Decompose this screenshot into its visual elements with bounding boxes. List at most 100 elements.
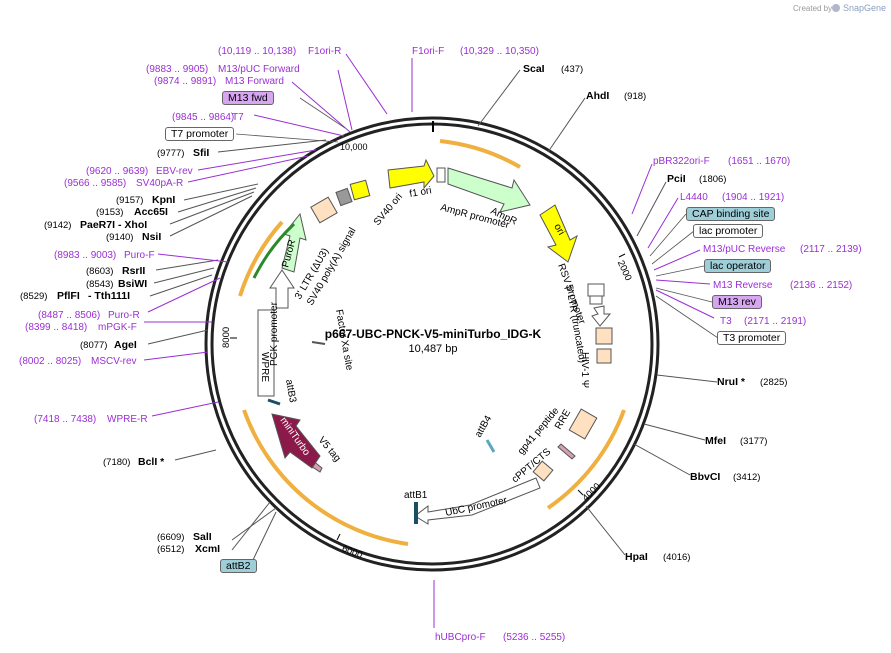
primer-puro-f[interactable]: Puro-F [124, 250, 155, 261]
lac-operator-box[interactable]: lac operator [704, 259, 772, 273]
svg-text:(9777): (9777) [157, 148, 184, 159]
f1ori-label: f1 ori [409, 185, 433, 200]
gp41-block [557, 443, 576, 460]
svg-text:(9153): (9153) [96, 207, 123, 218]
site-paer7i[interactable]: PaeR7I [80, 219, 115, 231]
attb3-mark [267, 398, 281, 406]
svg-text:(1904 .. 1921): (1904 .. 1921) [722, 192, 784, 203]
tick-2000: 2000 [615, 259, 634, 283]
primer-mscv-rev[interactable]: MSCV-rev [91, 356, 137, 367]
ubc-label: UbC promoter [444, 495, 508, 519]
tick-8000: 8000 [221, 327, 232, 348]
site-tth111i[interactable]: - Tth111I [88, 290, 130, 302]
primer-t3[interactable]: T3 [720, 316, 732, 327]
rsv-promoter-block [587, 283, 605, 297]
site-bbvci[interactable]: BbvCI [690, 471, 720, 483]
5ltr-arrow [591, 305, 612, 327]
site-rsrii[interactable]: RsrII [122, 265, 145, 277]
site-nrui[interactable]: NruI * [717, 376, 746, 388]
primer-m13-puc-forward[interactable]: M13/pUC Forward [218, 64, 300, 75]
site-mfei[interactable]: MfeI [705, 435, 726, 447]
site-xhoi[interactable]: - XhoI [118, 219, 147, 231]
svg-text:(9140): (9140) [106, 232, 133, 243]
rre-block [568, 408, 598, 440]
site-xcmi[interactable]: XcmI [195, 543, 220, 555]
ubc-arrow [414, 477, 541, 525]
svg-text:(3177): (3177) [740, 436, 767, 447]
svg-text:(9566 .. 9585): (9566 .. 9585) [64, 178, 126, 189]
site-ahdi[interactable]: AhdI [586, 90, 609, 102]
sites-right: ScaI (437) AhdI (918) PciI (1806) NruI *… [477, 63, 787, 563]
ampr-promoter-block [436, 167, 446, 183]
svg-text:(9157): (9157) [116, 195, 143, 206]
site-bsiwi[interactable]: BsiWI [118, 278, 147, 290]
primer-t7[interactable]: T7 [232, 112, 244, 123]
f1ori-arrow [387, 158, 435, 190]
plasmid-size: 10,487 bp [409, 343, 458, 355]
site-agei[interactable]: AgeI [114, 339, 137, 351]
attb2-box[interactable]: attB2 [220, 559, 257, 573]
backbone-outer-ring [204, 116, 660, 572]
cap-binding-site-box[interactable]: CAP binding site [686, 207, 776, 221]
cppt-block [532, 460, 554, 482]
site-nsii[interactable]: NsiI [142, 231, 161, 243]
svg-text:(7418 .. 7438): (7418 .. 7438) [34, 414, 96, 425]
pgk-label: PGK promoter [269, 301, 280, 366]
svg-text:(8983 .. 9003): (8983 .. 9003) [54, 250, 116, 261]
3ltr-block [310, 196, 338, 224]
site-acc65i[interactable]: Acc65I [134, 206, 168, 218]
primer-f1ori-f[interactable]: F1ori-F [412, 46, 444, 57]
sites-left: (6609) SalI (6512) XcmI (7180) BclI * (8… [20, 139, 327, 563]
primer-ebv-rev[interactable]: EBV-rev [156, 166, 193, 177]
svg-text:(5236 .. 5255): (5236 .. 5255) [503, 632, 565, 643]
svg-text:(8399 .. 8418): (8399 .. 8418) [25, 322, 87, 333]
attb1-label: attB1 [404, 490, 428, 501]
t3-promoter-box[interactable]: T3 promoter [717, 331, 787, 345]
site-scai[interactable]: ScaI [523, 63, 545, 75]
svg-text:(7180): (7180) [103, 457, 130, 468]
svg-text:(4016): (4016) [663, 552, 690, 563]
primer-hubcpro-f[interactable]: hUBCpro-F [435, 632, 486, 643]
t7-promoter-box[interactable]: T7 promoter [165, 127, 235, 141]
site-kpni[interactable]: KpnI [152, 194, 175, 206]
attb1-mark [414, 502, 418, 524]
primer-m13-forward[interactable]: M13 Forward [225, 76, 284, 87]
attb3-label: attB3 [283, 379, 298, 404]
svg-text:(1806): (1806) [699, 174, 726, 185]
gp41-label: gp41 peptide [516, 405, 562, 457]
attb4-label: attB4 [473, 413, 494, 439]
plasmid-name: p667-UBC-PNCK-V5-miniTurbo_IDG-K [325, 327, 542, 341]
svg-text:(1651 .. 1670): (1651 .. 1670) [728, 156, 790, 167]
site-sali[interactable]: SalI [193, 531, 212, 543]
primer-wpre-r[interactable]: WPRE-R [107, 414, 148, 425]
attb4-mark [485, 439, 496, 453]
primer-m13-puc-reverse[interactable]: M13/pUC Reverse [703, 244, 786, 255]
svg-text:(8543): (8543) [86, 279, 113, 290]
primer-puro-r[interactable]: Puro-R [108, 310, 140, 321]
primer-m13-reverse[interactable]: M13 Reverse [713, 280, 773, 291]
site-pcii[interactable]: PciI [667, 173, 686, 185]
primer-mpgk-f[interactable]: mPGK-F [98, 322, 137, 333]
m13-fwd-box[interactable]: M13 fwd [222, 91, 274, 105]
site-bcli[interactable]: BclI * [138, 456, 165, 468]
site-hpai[interactable]: HpaI [625, 551, 648, 563]
orf-arc-top [439, 139, 521, 169]
orf-arcs [238, 139, 626, 546]
brand-text: SnapGene [843, 3, 886, 13]
svg-text:(9883 .. 9905): (9883 .. 9905) [146, 64, 208, 75]
lac-promoter-box[interactable]: lac promoter [693, 224, 764, 238]
primer-pbr322ori-f[interactable]: pBR322ori-F [653, 156, 710, 167]
wpre-block [257, 309, 275, 397]
site-sfii[interactable]: SfiI [193, 147, 209, 159]
svg-text:(8603): (8603) [86, 266, 113, 277]
site-pflfi[interactable]: PflFI [57, 290, 80, 302]
m13-rev-box[interactable]: M13 rev [712, 295, 762, 309]
primer-f1ori-r[interactable]: F1ori-R [308, 46, 341, 57]
svg-text:(918): (918) [624, 91, 646, 102]
orf-arc-left [238, 220, 284, 297]
primer-l4440[interactable]: L4440 [680, 192, 708, 203]
svg-text:(437): (437) [561, 64, 583, 75]
wpre-label: WPRE [259, 352, 270, 382]
primer-sv40pa-r[interactable]: SV40pA-R [136, 178, 183, 189]
hiv-psi-block [596, 348, 612, 364]
